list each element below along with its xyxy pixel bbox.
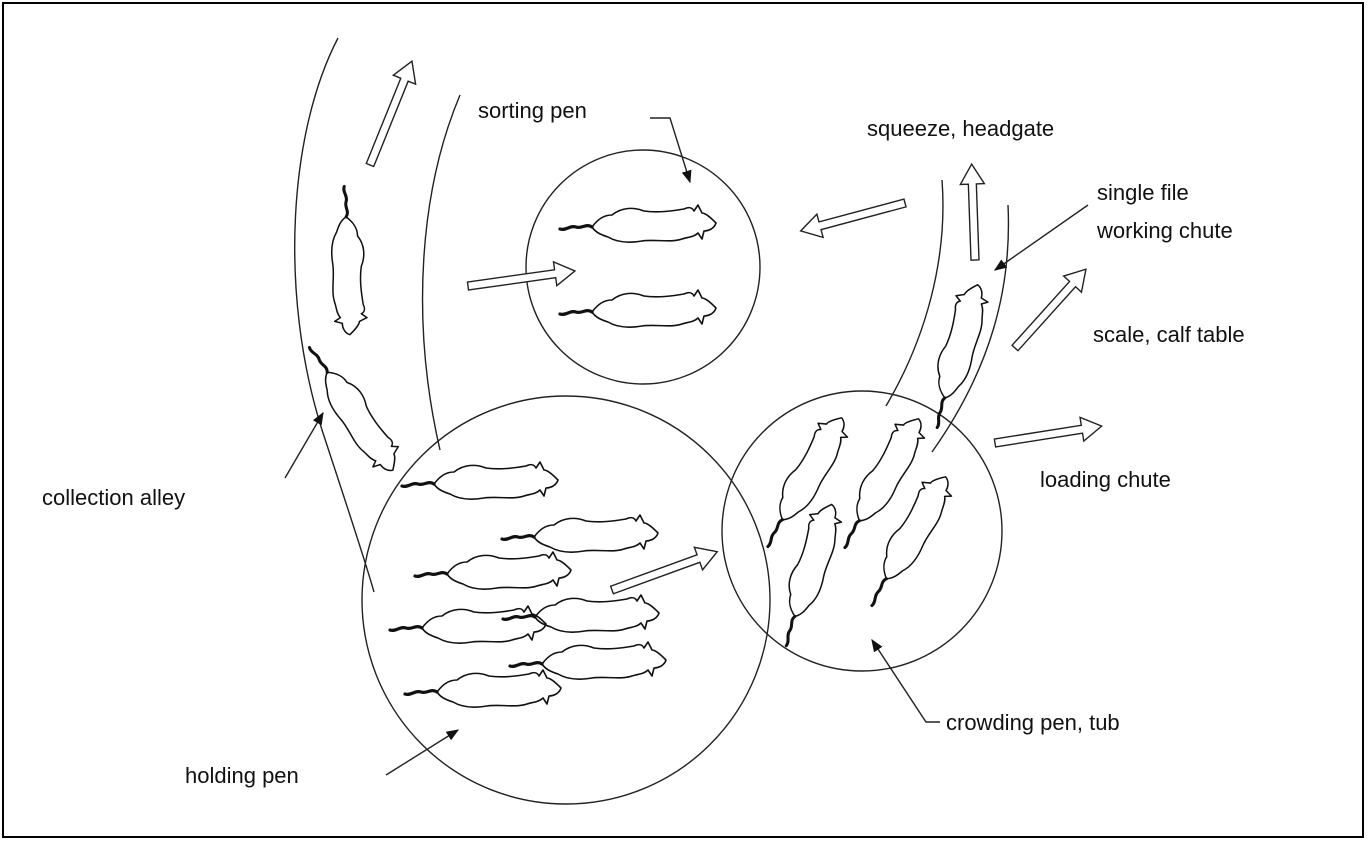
cow-icon	[413, 550, 573, 591]
cow-icon	[913, 277, 997, 433]
flow-arrow-icon	[1011, 268, 1087, 352]
holding-pen-label: holding pen	[185, 763, 299, 788]
sorting-pen-circle	[525, 149, 761, 385]
collection-alley-outer-wall	[294, 37, 375, 593]
crowding-pen-label: crowding pen, tub	[946, 710, 1120, 735]
crowding-pen-circle	[721, 390, 1003, 672]
single-file-label-line1: single file	[1097, 180, 1189, 205]
cow-icon	[851, 466, 963, 614]
leader-arrow-icon	[871, 638, 940, 723]
working-chute-right-wall	[931, 204, 1010, 453]
flow-arrow-icon	[365, 59, 417, 168]
working-chute-left-wall	[885, 179, 944, 407]
holding-pen-circle	[361, 395, 771, 805]
cow-icon	[500, 513, 660, 554]
sorting-pen-label: sorting pen	[478, 98, 587, 123]
cow-icon	[501, 593, 661, 634]
leader-arrow-icon	[385, 729, 460, 776]
collection-alley-inner-wall	[421, 94, 461, 451]
cow-icon	[558, 203, 718, 244]
loading-chute-label: loading chute	[1040, 467, 1171, 492]
cow-icon	[330, 184, 369, 337]
cow-icon	[403, 668, 563, 709]
flow-arrow-icon	[993, 416, 1104, 448]
flow-arrow-icon	[609, 546, 719, 595]
flow-arrow-icon	[959, 162, 986, 261]
collection-alley-label: collection alley	[42, 485, 185, 510]
flow-arrow-icon	[799, 198, 907, 239]
flow-arrow-icon	[466, 260, 577, 291]
cow-icon	[400, 460, 560, 501]
cow-icon	[558, 288, 718, 329]
scale-calf-table-label: scale, calf table	[1093, 322, 1245, 347]
leader-arrow-icon	[284, 411, 324, 479]
cow-icon	[763, 497, 851, 652]
cow-icon	[508, 640, 668, 681]
leader-arrow-icon	[650, 117, 692, 184]
squeeze-headgate-label: squeeze, headgate	[867, 116, 1054, 141]
single-file-label-line2: working chute	[1096, 218, 1233, 243]
cow-icon	[388, 604, 548, 645]
leader-arrow-icon	[993, 204, 1089, 271]
